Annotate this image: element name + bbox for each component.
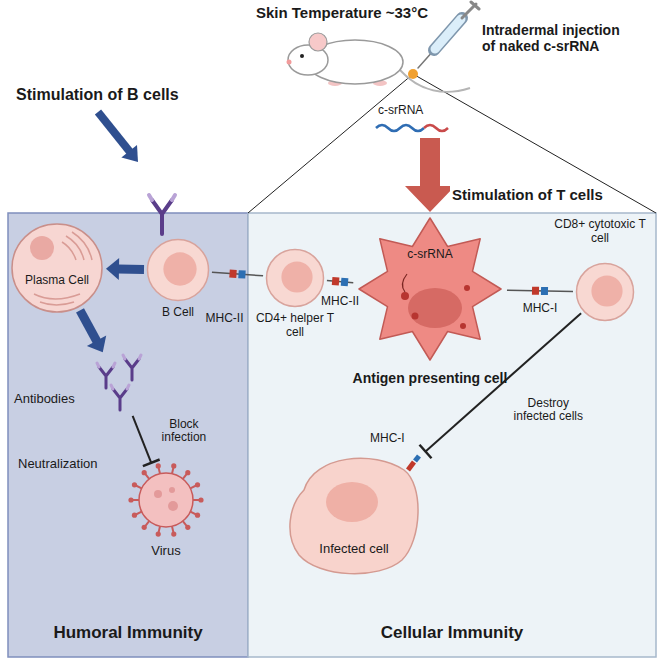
node-label: Infected cell	[284, 542, 424, 557]
edge-label: MHC-I	[510, 302, 570, 316]
rna-label: c-srRNA	[378, 104, 434, 118]
node-label: Cellular Immunity	[248, 623, 656, 643]
edge-label: MHC-II	[203, 312, 245, 326]
flow-arrow	[106, 258, 144, 280]
node-label: Antibodies	[14, 392, 88, 407]
mhc-contact	[507, 290, 573, 291]
neutralization-label: Neutralization	[18, 457, 114, 472]
virus: Virus	[118, 462, 214, 572]
inhibition-line	[133, 416, 160, 466]
humoral-panel-ground	[8, 213, 248, 657]
zoom-lines	[248, 74, 656, 213]
plasma-cell: Plasma Cell	[10, 222, 104, 314]
b-cell-stimulation-arrow	[98, 112, 138, 162]
node-sublabel: Antigen presenting cell	[345, 370, 515, 386]
cd8-cytotoxic-t-cell: CD8+ cytotoxic T cell	[548, 214, 652, 324]
t-cell-stimulation-label: Stimulation of T cells	[450, 186, 605, 203]
cd8-cytotoxic-t-cell-shape	[575, 262, 635, 322]
antigen-presenting-cell-shape	[355, 216, 505, 362]
b-cell-shape	[146, 238, 210, 302]
node-label: CD8+ cytotoxic T cell	[548, 218, 652, 246]
antigen-presenting-cell: c-srRNA Antigen presenting cell	[345, 212, 515, 397]
node-label: Virus	[118, 544, 214, 559]
node-label: Plasma Cell	[10, 274, 104, 288]
infected-cell-shape	[284, 450, 424, 580]
edge-label: MHC-II	[310, 295, 370, 309]
mhc-contact	[327, 281, 353, 283]
mhc-label: MHC-I	[370, 432, 410, 446]
edge-label: Destroy infected cells	[506, 397, 590, 425]
edge-label: Block infection	[152, 418, 216, 446]
injection-note: Intradermal injection of naked c-srRNA	[482, 22, 622, 54]
b-cell-receptor	[149, 195, 175, 234]
node-label: c-srRNA	[390, 248, 470, 262]
t-cell-stimulation-arrow	[405, 138, 455, 212]
temperature-note: Skin Temperature ~33°C	[252, 4, 432, 21]
humoral-immunity-panel: Humoral ImmunityPlasma CellB CellAntibod…	[8, 213, 248, 657]
virus-shape	[128, 462, 204, 538]
flow-arrow	[80, 310, 106, 352]
antibodies-shape	[90, 354, 150, 414]
cellular-immunity-panel: Cellular ImmunityCD4+ helper T cellc-srR…	[248, 213, 656, 657]
node-label: Humoral Immunity	[8, 623, 248, 643]
b-cell-stimulation-label: Stimulation of B cells	[16, 86, 206, 104]
cd4-helper-t-cell-shape	[265, 248, 325, 308]
antibodies: Antibodies	[14, 350, 152, 418]
node-label: CD4+ helper T cell	[250, 312, 340, 340]
cellular-panel-ground	[248, 213, 656, 657]
rna-strand	[376, 125, 448, 131]
plasma-cell-shape	[10, 222, 104, 314]
mhc-contact	[212, 272, 263, 275]
infected-cell: Infected cell	[284, 450, 424, 580]
